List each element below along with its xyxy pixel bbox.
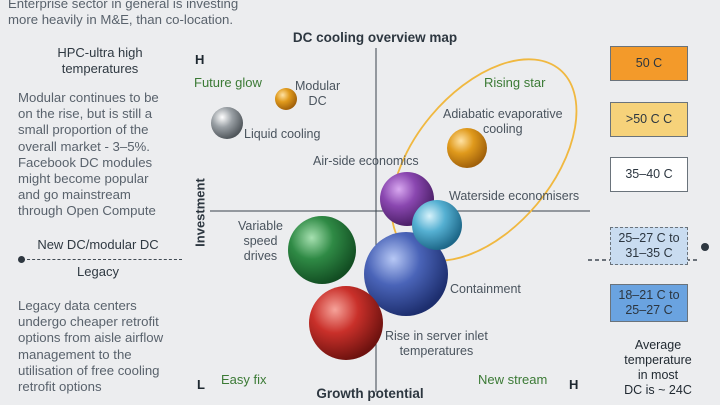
adiabatic-bubble <box>447 128 487 168</box>
containment-bubble <box>364 232 448 316</box>
waterside-label: Waterside economisers <box>449 189 580 203</box>
legacy-line: Legacy data centers <box>18 298 137 313</box>
temp-box-35-40c: 35–40 C <box>610 157 688 192</box>
temp-box-18-21c: 18–21 C to 25–27 C <box>610 284 688 322</box>
divider-dot <box>18 256 25 263</box>
modular-line: Facebook DC modules <box>18 154 153 170</box>
quadrant-future-glow: Future glow <box>194 75 262 90</box>
modular-dc-label: Modular DC <box>295 79 341 108</box>
quadrant-easy-fix: Easy fix <box>221 372 267 387</box>
server-inlet-label: Rise in server inlet temperatures <box>385 329 488 358</box>
vsd-bubble <box>288 216 356 284</box>
divider-dashed <box>22 259 182 260</box>
hpc-line-2: temperatures <box>61 61 139 76</box>
temp-box-50c: 50 C <box>610 46 688 81</box>
legacy-line: utilisation of free cooling <box>18 362 160 378</box>
modular-line: small proportion of the <box>18 122 149 138</box>
corner-low: L <box>197 377 205 392</box>
intro-line-1: Enterprise sector in general is investin… <box>8 0 239 11</box>
modular-paragraph: Modular continues to be on the rise, but… <box>18 90 196 220</box>
adiabatic-label: Adiabatic evaporative cooling <box>443 107 563 136</box>
hpc-heading: HPC-ultra high temperatures <box>40 45 160 77</box>
modular-line: on the rise, but is still a <box>18 106 153 122</box>
legacy-label: Legacy <box>77 264 119 279</box>
modular-dc-bubble <box>275 88 297 110</box>
legacy-line: management to the <box>18 346 132 362</box>
intro-line-2: more heavily in M&E, than co-location. <box>8 12 234 28</box>
modular-line: overall market - 3–5%. <box>18 138 150 154</box>
legacy-line: options from aisle airflow <box>18 330 164 346</box>
new-dc-label: New DC/modular DC <box>37 237 159 252</box>
legacy-line: undergo cheaper retrofit <box>18 314 159 330</box>
legacy-line: retrofit options <box>18 379 102 395</box>
modular-line: through Open Compute <box>18 203 156 219</box>
quadrant-new-stream: New stream <box>478 372 548 387</box>
air-side-label: Air-side economics <box>313 154 419 168</box>
server-inlet-bubble <box>309 286 383 360</box>
map-title: DC cooling overview map <box>292 30 458 45</box>
corner-high-growth: H <box>569 377 579 392</box>
containment-label: Containment <box>450 282 521 296</box>
waterside-bubble <box>412 200 462 250</box>
x-axis-label: Growth potential <box>316 386 424 401</box>
corner-high-investment: H <box>195 52 205 67</box>
liquid-cooling-bubble <box>211 107 243 139</box>
hpc-line-1: HPC-ultra high <box>57 45 143 60</box>
temp-box-over-50c: >50 C C <box>610 102 688 137</box>
vsd-label: Variable speed drives <box>238 219 283 263</box>
average-temperature-note: Average temperature in most DC is ~ 24C <box>624 338 692 397</box>
quadrant-rising-star: Rising star <box>484 75 546 90</box>
liquid-cooling-label: Liquid cooling <box>244 127 321 141</box>
intro-text: Enterprise sector in general is investin… <box>8 0 278 28</box>
modular-line: Modular continues to be <box>18 90 159 105</box>
temp-box-25-27c: 25–27 C to 31–35 C <box>610 227 688 265</box>
temp-divider-dot <box>701 243 709 251</box>
legacy-paragraph: Legacy data centers undergo cheaper retr… <box>18 298 200 395</box>
modular-line: might become popular <box>18 171 149 187</box>
modular-line: and go mainstream <box>18 187 131 203</box>
y-axis-label: Investment <box>192 178 208 247</box>
